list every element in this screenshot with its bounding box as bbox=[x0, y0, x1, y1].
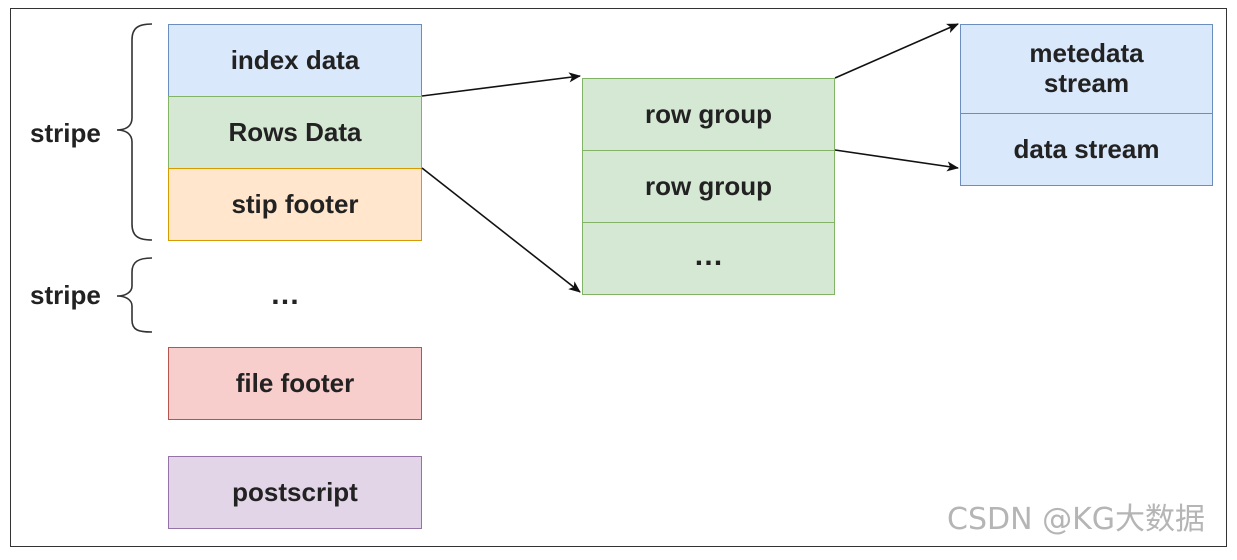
rows-data-label: Rows Data bbox=[228, 116, 362, 147]
row-group-box-2: row group bbox=[582, 150, 835, 223]
stip-footer-box: stip footer bbox=[168, 168, 422, 241]
row-group-box-1: row group bbox=[582, 78, 835, 151]
row-group-label-1: row group bbox=[644, 98, 773, 129]
left-ellipsis: … bbox=[270, 278, 300, 311]
data-stream-box: data stream bbox=[960, 113, 1213, 186]
postscript-box: postscript bbox=[168, 456, 422, 529]
row-group-label-2: row group bbox=[644, 170, 773, 201]
index-data-box: index data bbox=[168, 24, 422, 97]
file-footer-label: file footer bbox=[235, 367, 355, 398]
stripe-label-2: stripe bbox=[30, 280, 101, 310]
row-group-ellipsis: … bbox=[693, 239, 724, 272]
data-stream-label: data stream bbox=[1013, 133, 1160, 164]
stip-footer-label: stip footer bbox=[231, 188, 359, 219]
index-data-label: index data bbox=[230, 44, 360, 75]
row-group-ellipsis-box: … bbox=[582, 222, 835, 295]
csdn-watermark: CSDN @KG大数据 bbox=[947, 502, 1205, 537]
stripe-label-1: stripe bbox=[30, 118, 101, 148]
rows-data-box: Rows Data bbox=[168, 96, 422, 169]
file-footer-box: file footer bbox=[168, 347, 422, 420]
metadata-stream-box: metedata stream bbox=[960, 24, 1213, 114]
postscript-label: postscript bbox=[232, 476, 358, 507]
metadata-stream-label: metedata stream bbox=[1029, 38, 1144, 98]
